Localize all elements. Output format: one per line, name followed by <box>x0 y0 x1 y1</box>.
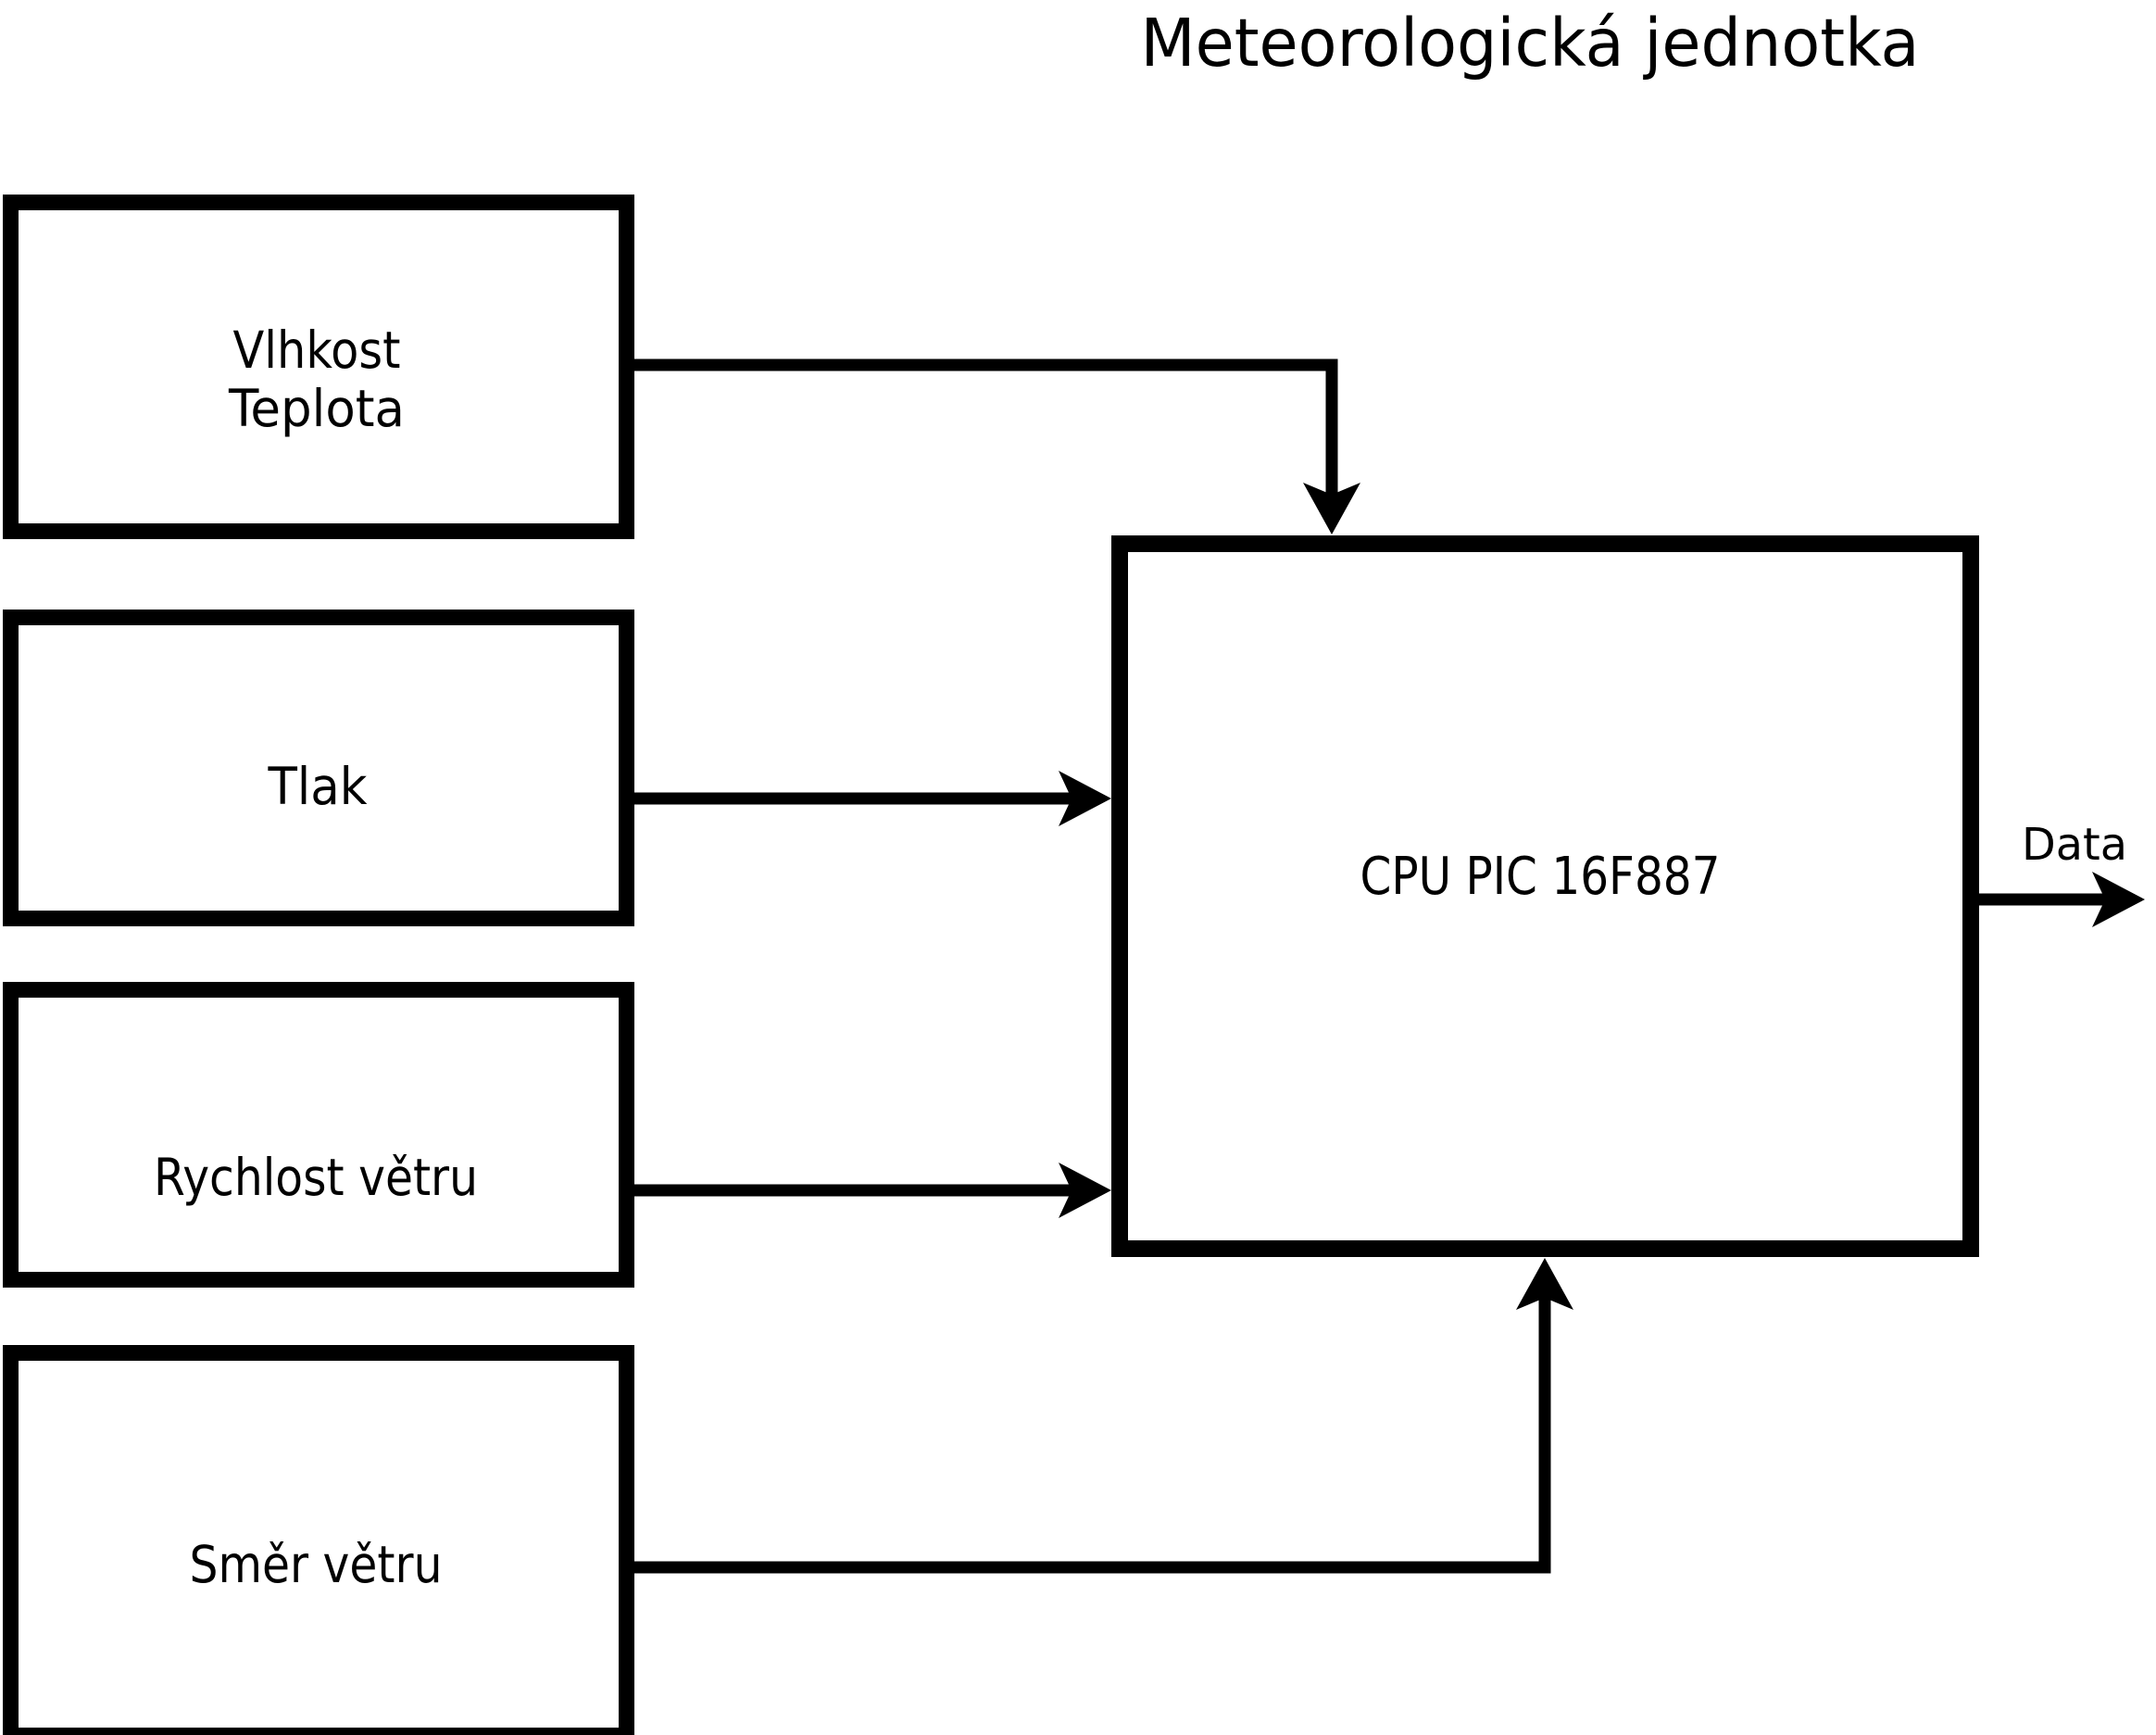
arrowhead-up-icon <box>1516 1258 1573 1310</box>
arrowhead-right-icon <box>2092 872 2145 927</box>
box-cpu <box>1111 535 1979 1257</box>
arrowhead-right-icon <box>1059 771 1111 826</box>
box-pressure-label: Tlak <box>268 757 368 816</box>
diagram-title: Meteorologická jednotka <box>1141 5 1920 82</box>
box-pressure <box>3 610 634 926</box>
arrowhead-down-icon <box>1303 483 1360 534</box>
box-wind-direction-label: Směr větru <box>190 1535 443 1594</box>
arrow-humidity-to-cpu <box>620 358 1360 534</box>
box-wind-speed-label: Rychlost větru <box>154 1148 478 1207</box>
cpu-label: CPU PIC 16F887 <box>1360 847 1721 907</box>
arrow-wind-direction-to-cpu <box>620 1258 1573 1574</box>
arrow-wind-speed-to-cpu <box>620 1163 1111 1218</box>
arrow-pressure-to-cpu <box>620 771 1111 826</box>
box-temperature-label: Teplota <box>228 379 405 438</box>
arrow-wind-direction-line <box>620 1290 1551 1574</box>
arrow-humidity-line <box>620 358 1338 503</box>
box-wind-speed <box>3 982 634 1288</box>
box-humidity-label: Vlhkost <box>233 321 401 380</box>
arrowhead-right-icon <box>1059 1163 1111 1218</box>
arrow-cpu-to-data: Data <box>1973 819 2145 927</box>
box-humidity-temperature <box>3 195 634 539</box>
box-wind-direction <box>3 1345 634 1735</box>
data-output-label: Data <box>2022 819 2127 871</box>
